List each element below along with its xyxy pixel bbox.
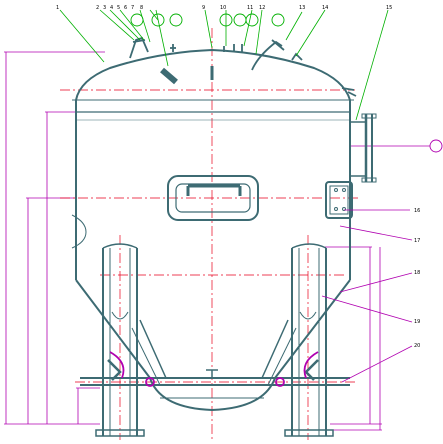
callout-label-14: 14 [322, 5, 328, 11]
leader-lines [59, 9, 413, 383]
callout-circles [130, 13, 443, 153]
callout-label-20: 20 [414, 343, 420, 349]
brace-markers [109, 351, 319, 387]
callout-label-1: 1 [56, 5, 59, 11]
side-box [325, 181, 353, 219]
callout-label-3: 3 [103, 5, 106, 11]
callout-label-10: 10 [220, 5, 226, 11]
callout-label-12: 12 [259, 5, 265, 11]
support-legs [80, 243, 350, 437]
callout-label-4: 4 [110, 5, 113, 11]
dimension-lines [4, 51, 430, 431]
callout-label-15: 15 [386, 5, 392, 11]
callout-label-17: 17 [414, 238, 420, 244]
callout-label-16: 16 [414, 208, 420, 214]
callout-label-2: 2 [96, 5, 99, 11]
callout-label-6: 6 [124, 5, 127, 11]
callout-label-7: 7 [131, 5, 134, 11]
manhole [167, 175, 259, 221]
callout-label-5: 5 [117, 5, 120, 11]
side-nozzle [350, 113, 377, 183]
top-nozzles [129, 36, 357, 97]
callout-label-8: 8 [140, 5, 143, 11]
callout-label-13: 13 [299, 5, 305, 11]
callout-label-19: 19 [414, 319, 420, 325]
callout-numbers: 1 2 3 4 5 6 7 8 9 10 11 12 13 14 15 16 1… [56, 5, 420, 349]
callout-label-11: 11 [247, 5, 253, 11]
callout-label-9: 9 [202, 5, 205, 11]
callout-label-18: 18 [414, 270, 420, 276]
